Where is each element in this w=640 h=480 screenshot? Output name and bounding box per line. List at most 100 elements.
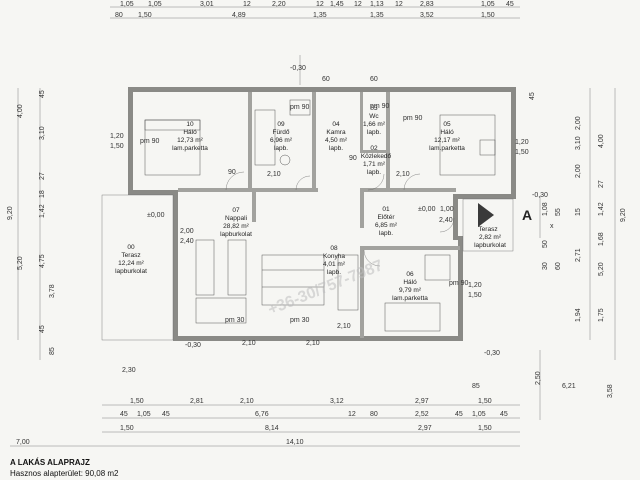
room-floor: lam.parketta: [392, 295, 428, 302]
dim: 45: [500, 411, 508, 418]
dim: 2,00: [575, 116, 582, 130]
dim: 85: [49, 347, 56, 355]
room-floor: lapb.: [329, 145, 343, 152]
dim: 1,94: [575, 308, 582, 322]
label: pm 90: [370, 103, 390, 110]
dim: 45: [506, 1, 514, 8]
dim: 2,71: [575, 248, 582, 262]
label: 90: [228, 169, 236, 176]
dim: 30: [542, 262, 549, 270]
label: 2,00: [180, 228, 194, 235]
room-floor: lam.parketta: [429, 145, 465, 152]
room-name: Terasz: [121, 252, 140, 259]
room-terrace-right: Terasz 2,82 m² lapburkolat: [474, 226, 506, 249]
dim: 3,12: [330, 398, 344, 405]
label: pm 90: [403, 115, 423, 122]
room-area: 6,85 m²: [375, 222, 398, 229]
room-number: 03: [370, 105, 378, 112]
dim: 27: [598, 180, 605, 188]
label: pm 30: [290, 317, 310, 324]
dim: 9,20: [620, 208, 627, 222]
label: 1,50: [468, 292, 482, 299]
room-name: Terasz: [478, 226, 497, 233]
room-area: 1,71 m²: [363, 161, 386, 168]
dim: 2,97: [415, 398, 429, 405]
dim: 1,50: [478, 398, 492, 405]
bottom-dim-row2: 45 1,05 45 6,76 12 80 2,52 45 1,05 45: [120, 411, 508, 418]
dim: 3,52: [420, 12, 434, 19]
dim: 1,08: [542, 202, 549, 216]
room-floor: lapb.: [379, 230, 393, 237]
dim: 3,10: [575, 136, 582, 150]
dim: 12: [316, 1, 324, 8]
dim: 45: [120, 411, 128, 418]
label: 1,50: [515, 149, 529, 156]
dim: 6,76: [255, 411, 269, 418]
right-dims: 2,00 3,10 4,00 2,00 27 15 1,42 9,20 2,71…: [472, 92, 627, 398]
room-number: 07: [232, 207, 240, 214]
label: pm 90: [449, 280, 469, 287]
dim: 3,10: [39, 126, 46, 140]
room-05: 05 Háló 12,17 m² lam.parketta: [429, 121, 465, 152]
label: 1,20: [515, 139, 529, 146]
room-10: 10 Háló 12,73 m² lam.parketta: [172, 121, 208, 152]
room-00: 00 Terasz 12,24 m² lapburkolat: [115, 244, 147, 275]
bottom-dim-row4: 7,00 14,10: [16, 439, 304, 446]
dim: 7,00: [16, 439, 30, 446]
level: -0,30: [484, 350, 500, 357]
dim: 55: [555, 208, 562, 216]
label: 1,20: [468, 282, 482, 289]
room-area: 12,24 m²: [118, 260, 144, 267]
dim: 2,83: [420, 1, 434, 8]
dim: 1,05: [148, 1, 162, 8]
dim: 60: [555, 262, 562, 270]
level: ±0,00: [418, 206, 436, 213]
dim: 1,50: [130, 398, 144, 405]
dim: 3,58: [607, 384, 614, 398]
room-number: 06: [406, 271, 414, 278]
room-floor: lapburkolat: [220, 231, 252, 238]
level: ±0,00: [147, 212, 165, 219]
label: pm 90: [290, 104, 310, 111]
room-02: 02 Közlekedő 1,71 m² lapb.: [361, 145, 392, 176]
dim: 15: [575, 208, 582, 216]
dim: 1,50: [138, 12, 152, 19]
dim: 80: [370, 411, 378, 418]
dim: 1,50: [478, 425, 492, 432]
section-arrow: [478, 203, 494, 227]
plan-subtitle: Hasznos alapterület: 90,08 m2: [10, 469, 119, 478]
dim: 80: [115, 12, 123, 19]
level: -0,30: [290, 65, 306, 72]
room-name: Háló: [440, 129, 454, 136]
dim: 8,14: [265, 425, 279, 432]
dim: 12: [354, 1, 362, 8]
room-floor: lapb.: [274, 145, 288, 152]
dim: 5,20: [17, 256, 24, 270]
section-marker-label: A: [522, 207, 532, 223]
dim: 45: [162, 411, 170, 418]
room-04: 04 Kamra 4,50 m² lapb.: [325, 121, 348, 152]
room-area: 4,50 m²: [325, 137, 348, 144]
room-03: 03 Wc 1,66 m² lapb.: [363, 105, 386, 136]
dim: 6,21: [562, 383, 576, 390]
room-name: Wc: [369, 113, 379, 120]
room-number: 05: [443, 121, 451, 128]
plan-title: A LAKÁS ALAPRAJZ: [10, 458, 90, 467]
bottom-dim-row3: 1,50 8,14 2,97 1,50: [120, 425, 492, 432]
dim: 4,89: [232, 12, 246, 19]
label: 2,10: [306, 340, 320, 347]
room-number: 01: [382, 206, 390, 213]
door-swings: [225, 171, 455, 267]
room-name: Fürdő: [273, 129, 290, 136]
room-07: 07 Nappali 28,82 m² lapburkolat: [220, 207, 252, 238]
label: 60: [322, 76, 330, 83]
room-floor: lam.parketta: [172, 145, 208, 152]
dim: 50: [542, 240, 549, 248]
room-number: 02: [370, 145, 378, 152]
room-number: 09: [277, 121, 285, 128]
dim: 1,05: [472, 411, 486, 418]
left-dims: 45 4,00 3,10 27 18 1,42 9,20 5,20 4,75 3…: [7, 90, 56, 355]
dim: 1,35: [370, 12, 384, 19]
room-name: Konyha: [323, 253, 345, 260]
dim: 45: [529, 92, 536, 100]
